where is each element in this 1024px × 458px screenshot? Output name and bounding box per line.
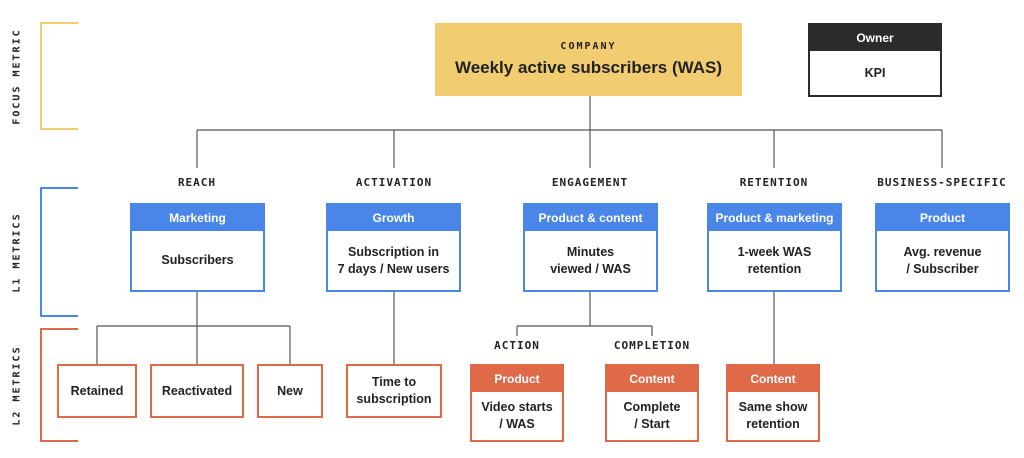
- legend-kpi: KPI: [864, 66, 886, 80]
- kpi-label: Minutes viewed / WAS: [550, 244, 631, 276]
- kpi-label: New: [277, 383, 303, 398]
- owner-label: Content: [728, 366, 818, 392]
- l2-box-reactivated: Reactivated: [150, 364, 244, 418]
- category-business-specific: BUSINESS-SPECIFIC: [877, 176, 1007, 189]
- l2-box-new: New: [257, 364, 323, 418]
- owner-label: Growth: [328, 205, 459, 231]
- kpi-label: Same show retention: [738, 400, 808, 431]
- kpi-label: Reactivated: [161, 383, 233, 398]
- kpi-label: Retained: [70, 383, 124, 398]
- kpi-label: Subscribers: [161, 253, 234, 267]
- category-retention: RETENTION: [739, 176, 809, 189]
- l2-box-action: Product Video starts / WAS: [470, 364, 564, 442]
- legend-box: Owner KPI: [808, 23, 942, 97]
- row-label-l1: L1 METRICS: [11, 211, 23, 293]
- row-label-focus: FOCUS METRIC: [11, 27, 23, 125]
- bracket-l2: [40, 328, 78, 442]
- owner-label: Product & marketing: [709, 205, 840, 231]
- bracket-focus: [40, 22, 78, 130]
- company-kicker: COMPANY: [560, 41, 617, 52]
- l2-box-completion: Content Complete / Start: [605, 364, 699, 442]
- company-focus-box: COMPANY Weekly active subscribers (WAS): [435, 23, 742, 96]
- l1-box-business-specific: Product Avg. revenue / Subscriber: [875, 203, 1010, 292]
- category-engagement: ENGAGEMENT: [551, 176, 629, 189]
- owner-label: Marketing: [132, 205, 263, 231]
- owner-label: Product: [472, 366, 562, 392]
- l2-box-retained: Retained: [57, 364, 137, 418]
- l1-box-retention: Product & marketing 1-week WAS retention: [707, 203, 842, 292]
- legend-owner: Owner: [810, 25, 940, 51]
- owner-label: Content: [607, 366, 697, 392]
- category-activation: ACTIVATION: [355, 176, 433, 189]
- kpi-label: Video starts / WAS: [481, 400, 553, 431]
- row-label-l2: L2 METRICS: [11, 344, 23, 426]
- category-action: ACTION: [494, 339, 540, 352]
- kpi-label: Time to subscription: [356, 375, 432, 406]
- l1-box-engagement: Product & content Minutes viewed / WAS: [523, 203, 658, 292]
- l1-box-reach: Marketing Subscribers: [130, 203, 265, 292]
- kpi-label: Complete / Start: [623, 400, 681, 431]
- l1-box-activation: Growth Subscription in 7 days / New user…: [326, 203, 461, 292]
- owner-label: Product: [877, 205, 1008, 231]
- bracket-l1: [40, 187, 78, 317]
- company-title: Weekly active subscribers (WAS): [454, 58, 723, 77]
- kpi-label: 1-week WAS retention: [737, 244, 812, 276]
- kpi-label: Subscription in 7 days / New users: [337, 244, 450, 276]
- l2-box-time-to-subscription: Time to subscription: [346, 364, 442, 418]
- owner-label: Product & content: [525, 205, 656, 231]
- category-completion: COMPLETION: [613, 339, 691, 352]
- kpi-label: Avg. revenue / Subscriber: [903, 244, 982, 276]
- category-reach: REACH: [177, 176, 217, 189]
- l2-box-same-show-retention: Content Same show retention: [726, 364, 820, 442]
